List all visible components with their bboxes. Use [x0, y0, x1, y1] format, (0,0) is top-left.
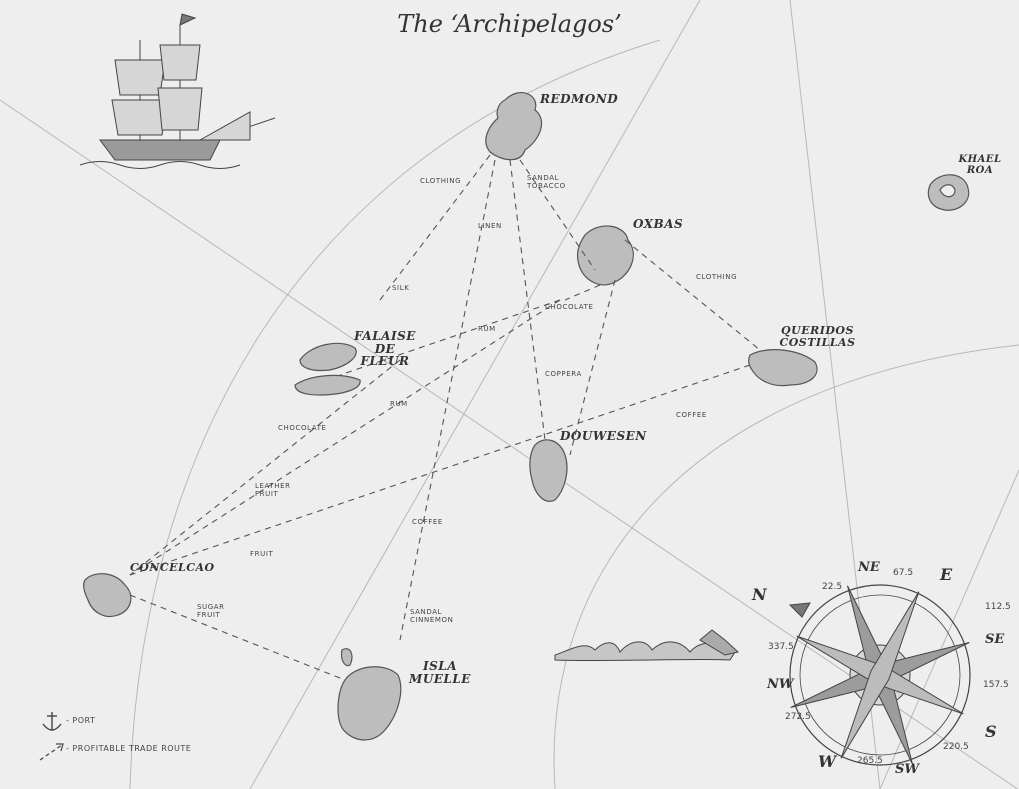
- legend-port: - PORT: [66, 716, 96, 725]
- good-chocolate-2: CHOCOLATE: [278, 424, 327, 432]
- compass-sw: SW: [895, 762, 919, 777]
- island-falaise-south: [294, 374, 361, 396]
- compass-n: N: [752, 585, 767, 604]
- island-name-concelcao: CONCELCAO: [130, 561, 215, 574]
- map-title: The ‘Archipelagos’: [397, 10, 622, 38]
- good-fruit: FRUIT: [250, 550, 274, 558]
- good-coppera: COPPERA: [545, 370, 582, 378]
- island-name-isla-muelle: ISLA MUELLE: [409, 659, 471, 686]
- deg-337-5: 337.5: [768, 642, 794, 652]
- rhumb-line-1: [0, 99, 1019, 789]
- island-redmond: [485, 92, 543, 161]
- good-leather-fruit: LEATHER FRUIT: [255, 482, 291, 499]
- deg-67-5: 67.5: [893, 568, 914, 578]
- island-name-khael-roa: KHAEL ROA: [958, 154, 1002, 176]
- good-rum-2: RUM: [390, 400, 408, 408]
- arc-line-compass: [553, 344, 1019, 789]
- island-douwesen: [529, 439, 568, 502]
- legend-route: - PROFITABLE TRADE ROUTE: [66, 744, 192, 753]
- deg-265-5: 265.5: [857, 756, 883, 766]
- deg-112-5: 112.5: [985, 602, 1011, 612]
- good-clothing-1: CLOTHING: [420, 177, 462, 185]
- island-oxbas: [576, 225, 634, 286]
- anchor-icon: [42, 712, 62, 731]
- island-name-falaise: FALAISE DE FLEUR: [354, 329, 416, 369]
- deg-272-5: 272.5: [785, 712, 811, 722]
- trade-routes: [129, 154, 761, 681]
- island-name-oxbas: OXBAS: [633, 217, 684, 231]
- island-concelcao: [82, 573, 132, 618]
- good-chocolate-1: CHOCOLATE: [545, 303, 594, 311]
- compass-s: S: [985, 722, 997, 741]
- deg-220-5: 220.5: [943, 742, 969, 752]
- compass-nw: NW: [767, 677, 794, 692]
- compass-w: W: [818, 752, 836, 771]
- good-linen: LINEN: [478, 222, 502, 230]
- compass-se: SE: [985, 632, 1005, 647]
- good-coffee-1: COFFEE: [676, 411, 707, 419]
- island-queridos: [748, 349, 818, 387]
- sea-serpent-icon: [554, 629, 740, 662]
- good-sandal-tobacco: SANDAL TOBACCO: [527, 174, 566, 191]
- ship-icon: [79, 13, 276, 169]
- island-name-redmond: REDMOND: [540, 92, 619, 106]
- deg-157-5: 157.5: [983, 680, 1009, 690]
- island-falaise-north: [299, 342, 357, 372]
- trade-route-legend-icon: [39, 743, 64, 761]
- island-khael-roa: [927, 174, 970, 211]
- island-isla-muelle: [337, 648, 402, 741]
- compass-rose-icon: [788, 584, 971, 766]
- island-name-douwesen: DOUWESEN: [560, 429, 647, 443]
- good-coffee-2: COFFEE: [412, 518, 443, 526]
- deg-22-5: 22.5: [822, 582, 843, 592]
- good-clothing-2: CLOTHING: [696, 273, 738, 281]
- good-sugar-fruit: SUGAR FRUIT: [197, 603, 225, 620]
- good-silk: SILK: [392, 284, 410, 292]
- compass-e: E: [940, 565, 953, 584]
- good-rum-1: RUM: [478, 325, 496, 333]
- compass-ne: NE: [858, 560, 880, 575]
- rhumb-line-2: [249, 0, 701, 789]
- island-name-queridos: QUERIDOS COSTILLAS: [779, 324, 856, 349]
- good-sandal-cinnemon: SANDAL CINNEMON: [410, 608, 454, 625]
